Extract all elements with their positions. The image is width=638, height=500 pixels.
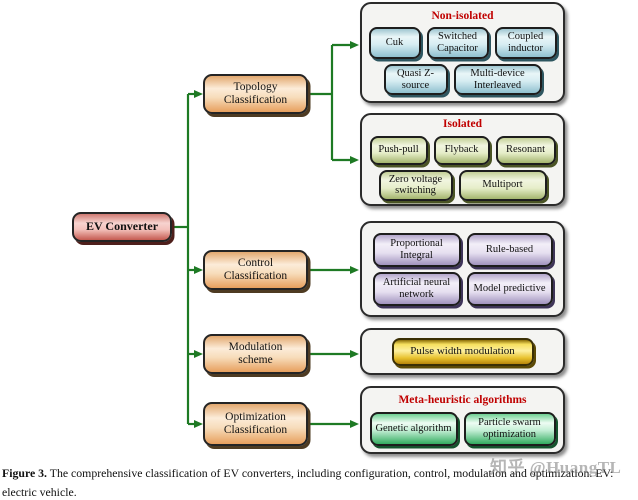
group-row: Push-pull Flyback Resonant xyxy=(369,135,556,165)
group-row: Zero voltage switching Multiport xyxy=(378,169,547,202)
group-modulation: Pulse width modulation xyxy=(360,328,565,375)
group-row: Pulse width modulation xyxy=(391,337,534,366)
group-meta-heuristic: Meta-heuristic algorithms Genetic algori… xyxy=(360,386,565,454)
group-row: Artificial neural network Model predicti… xyxy=(372,271,553,306)
group-row: Quasi Z-source Multi-device Interleaved xyxy=(383,63,542,96)
figure-caption: Figure 3. The comprehensive classificati… xyxy=(2,464,636,500)
figure-caption-text: The comprehensive classification of EV c… xyxy=(2,466,614,499)
group-non-isolated: Non-isolated Cuk Switched Capacitor Coup… xyxy=(360,2,565,103)
node-multiport: Multiport xyxy=(458,169,547,202)
group-row: Genetic algorithm Particle swarm optimiz… xyxy=(369,411,556,446)
group-title-meta-heuristic: Meta-heuristic algorithms xyxy=(398,394,527,407)
node-switched-capacitor: Switched Capacitor xyxy=(426,27,489,59)
node-pulse-width-modulation: Pulse width modulation xyxy=(391,337,534,366)
node-push-pull: Push-pull xyxy=(369,135,428,165)
node-multi-device-interleaved: Multi-device Interleaved xyxy=(453,63,542,96)
group-row: Proportional Integral Rule-based xyxy=(372,232,553,267)
node-control-classification: Control Classification xyxy=(203,250,308,290)
node-proportional-integral: Proportional Integral xyxy=(372,232,461,267)
node-rule-based: Rule-based xyxy=(466,232,553,267)
watermark: 知乎 @HuangTL xyxy=(490,458,622,477)
node-flyback: Flyback xyxy=(433,135,490,165)
node-cuk: Cuk xyxy=(368,27,421,59)
figure-caption-label: Figure 3. xyxy=(2,466,47,480)
node-resonant: Resonant xyxy=(495,135,556,165)
node-quasi-z-source: Quasi Z-source xyxy=(383,63,448,96)
edge-topology-split xyxy=(308,45,334,160)
node-particle-swarm-optimization: Particle swarm optimization xyxy=(463,411,556,446)
group-row: Cuk Switched Capacitor Coupled inductor xyxy=(368,27,557,59)
node-optimization-classification: Optimization Classification xyxy=(203,402,308,446)
node-topology-classification: Topology Classification xyxy=(203,74,308,114)
node-ev-converter: EV Converter xyxy=(72,212,172,242)
node-modulation-scheme: Modulation scheme xyxy=(203,334,308,374)
node-coupled-inductor: Coupled inductor xyxy=(494,27,557,59)
group-title-isolated: Isolated xyxy=(443,117,482,130)
node-zero-voltage-switching: Zero voltage switching xyxy=(378,169,453,202)
group-isolated: Isolated Push-pull Flyback Resonant Zero… xyxy=(360,113,565,206)
node-model-predictive: Model predictive xyxy=(466,271,553,306)
group-control: Proportional Integral Rule-based Artific… xyxy=(360,221,565,317)
group-title-non-isolated: Non-isolated xyxy=(431,9,494,22)
node-artificial-neural-network: Artificial neural network xyxy=(372,271,461,306)
node-genetic-algorithm: Genetic algorithm xyxy=(369,411,458,446)
